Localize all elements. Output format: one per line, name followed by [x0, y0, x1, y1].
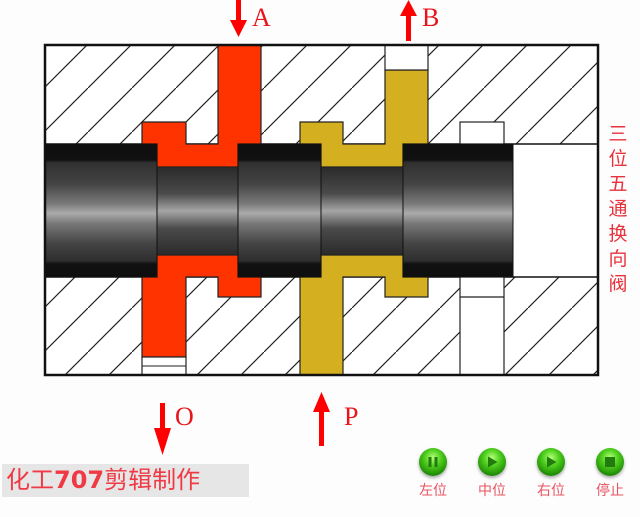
port-label-p: P [344, 402, 359, 431]
credit-suffix: 剪辑制作 [104, 466, 201, 494]
credit-prefix: 化工 [6, 466, 54, 494]
valve-title: 三位五通换向阀 [608, 123, 628, 295]
arrow-b-icon [400, 0, 417, 41]
stop-icon [596, 448, 624, 476]
control-panel: 左位 中位 右位 停止 [405, 448, 640, 517]
stop-button[interactable]: 停止 [585, 448, 635, 499]
stop-label: 停止 [596, 483, 624, 499]
middle-position-label: 中位 [478, 483, 506, 499]
left-position-label: 左位 [419, 483, 447, 499]
right-position-button[interactable]: 右位 [526, 448, 576, 499]
arrow-a-icon [230, 0, 247, 37]
right-position-label: 右位 [537, 483, 565, 499]
arrow-p-icon [313, 392, 330, 446]
play-icon [478, 448, 506, 476]
left-position-button[interactable]: 左位 [408, 448, 458, 499]
credit-banner: 化工707剪辑制作 [2, 464, 249, 497]
spool [44, 143, 514, 278]
port-b-empty [384, 44, 429, 71]
credit-number: 707 [54, 466, 105, 494]
arrow-o-icon [154, 403, 171, 455]
play-icon [537, 448, 565, 476]
middle-position-button[interactable]: 中位 [467, 448, 517, 499]
port-label-b: B [422, 3, 440, 32]
port-label-a: A [252, 3, 271, 32]
port-label-o: O [175, 402, 194, 431]
pause-icon [419, 448, 447, 476]
